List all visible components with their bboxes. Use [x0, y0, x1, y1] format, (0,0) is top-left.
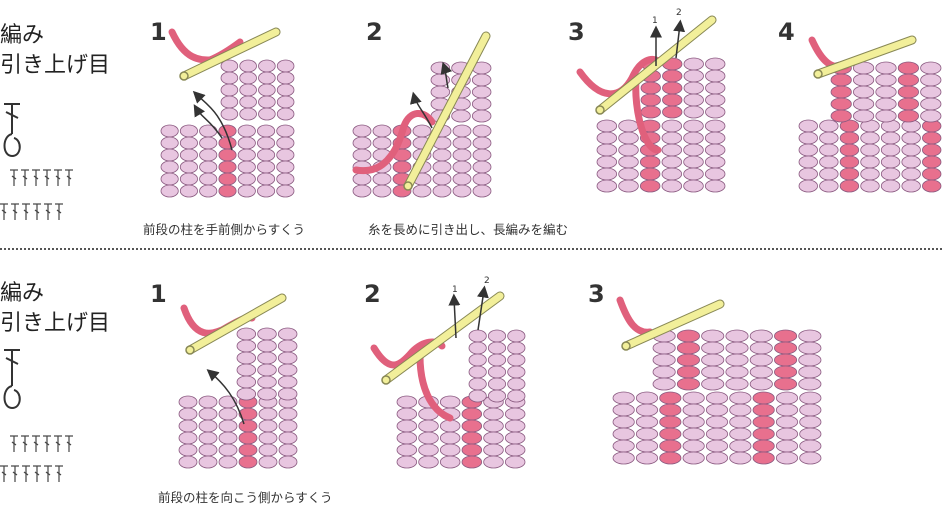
row1-step4-fabric-top	[830, 61, 942, 123]
row2-step2-fabric-top	[468, 329, 526, 403]
row2-step1-hook	[185, 293, 287, 355]
row2-caption-1: 前段の柱を向こう側からすくう	[158, 490, 333, 505]
row2-stitch-symbol	[3, 349, 21, 410]
row1-step4-hook	[813, 35, 917, 79]
row2-step1-fabric-bottom	[178, 395, 298, 469]
row1-step1-arrow-2	[193, 104, 223, 139]
row1-step3-yarn-loop	[632, 76, 662, 154]
row2-step2-yarn-loop	[416, 352, 454, 422]
row2-step1-arrow	[206, 369, 245, 425]
row1-step-3-number: 3	[568, 18, 585, 46]
row2-title-line2: 引き上げ目	[0, 311, 111, 336]
row2-step3-fabric-bottom	[612, 391, 822, 465]
yarn-and-hooks	[168, 15, 917, 425]
row2-step-3-number: 3	[588, 280, 605, 308]
section-divider	[0, 248, 942, 250]
row2-step1-fabric-top	[236, 327, 298, 401]
row1-arrow-label-2: 2	[676, 8, 682, 18]
row1-step2-arrow	[410, 91, 433, 129]
row1-step1-fabric-top	[220, 59, 295, 121]
row2-step2-arrow-2	[476, 285, 489, 331]
row1-step2-yarn	[352, 110, 436, 175]
row1-title-line2: 引き上げ目	[0, 53, 111, 78]
row1-step3-fabric-bottom	[596, 119, 726, 193]
row2-step3-fabric-top	[652, 329, 822, 391]
row1-step-1-number: 1	[150, 18, 167, 46]
row1-caption-1: 前段の柱を手前側からすくう	[143, 222, 306, 237]
row2-arrow-label-2: 2	[484, 276, 490, 286]
row1-step2-arrow-2	[440, 61, 453, 89]
row2-arrow-label-1: 1	[452, 285, 458, 295]
row1-step3-arrow-2	[673, 19, 686, 59]
fabric-swatches	[160, 57, 942, 469]
row1-step1-hook	[179, 27, 281, 81]
row1-arrow-label-1: 1	[652, 16, 658, 26]
row1-step3-fabric-top	[640, 57, 726, 119]
row2-step2-arrow-1	[448, 293, 461, 339]
row2-title-line1: 編み	[0, 281, 45, 306]
row1-step-2-number: 2	[366, 18, 383, 46]
row1-step4-fabric-bottom	[798, 119, 942, 193]
row1-title-line1: 編み	[0, 23, 45, 48]
row1-step-4-number: 4	[778, 18, 795, 46]
row1-step3-yarn	[576, 55, 664, 98]
row1-step1-fabric-bottom	[160, 124, 295, 198]
row2-step3-hook	[621, 299, 725, 351]
row1-step2-hook	[403, 31, 491, 191]
row1-symbol-chart	[0, 169, 73, 220]
row2-step-1-number: 1	[150, 280, 167, 308]
row2-step-2-number: 2	[364, 280, 381, 308]
row2-step2-fabric-bottom	[396, 395, 526, 469]
row1-step1-arrow	[192, 90, 233, 151]
row2-symbol-chart	[0, 435, 73, 482]
row1-stitch-symbol	[3, 103, 21, 158]
row1-caption-2: 糸を長めに引き出し、長編みを編む	[368, 222, 569, 237]
row2-step3-yarn	[616, 296, 654, 336]
